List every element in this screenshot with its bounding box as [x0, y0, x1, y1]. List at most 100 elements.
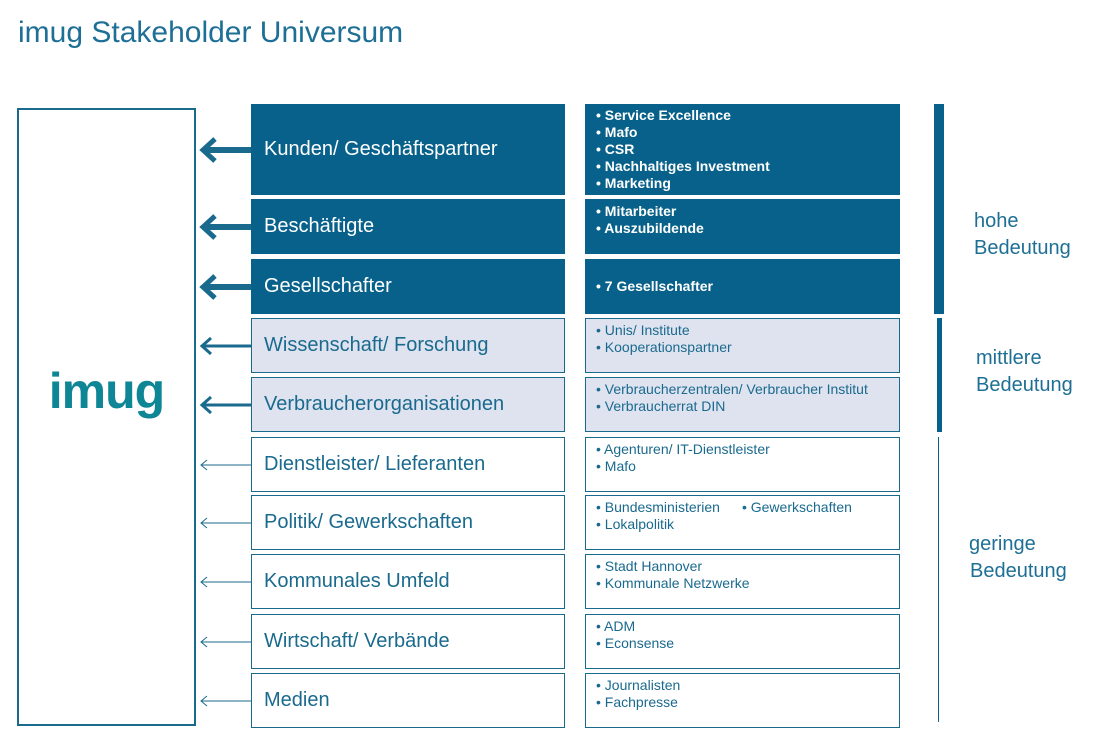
detail-row: • Unis/ Institute — [596, 322, 899, 339]
stakeholder-category-label: Dienstleister/ Lieferanten — [264, 453, 486, 475]
detail-row: • Kommunale Netzwerke — [596, 575, 899, 592]
detail-row: • ADM — [596, 618, 899, 635]
stakeholder-details: • Service Excellence• Mafo• CSR• Nachhal… — [585, 104, 900, 195]
detail-item: • Kooperationspartner — [596, 339, 732, 355]
stakeholder-category-label: Kunden/ Geschäftspartner — [264, 138, 498, 160]
detail-row: • Agenturen/ IT-Dienstleister — [596, 441, 899, 458]
arrow-icon — [199, 213, 252, 240]
detail-row: • Nachhaltiges Investment — [596, 158, 899, 175]
stakeholder-category: Politik/ Gewerkschaften — [251, 495, 565, 550]
detail-row: • Verbraucherrat DIN — [596, 398, 899, 415]
detail-item: • Bundesministerien — [596, 499, 720, 515]
arrow-icon — [200, 459, 252, 470]
stakeholder-details: • Mitarbeiter• Auszubildende — [585, 199, 900, 254]
stakeholder-details: • Unis/ Institute• Kooperationspartner — [585, 318, 900, 373]
stakeholder-details: • Agenturen/ IT-Dienstleister• Mafo — [585, 437, 900, 492]
detail-row: • Stadt Hannover — [596, 558, 899, 575]
stakeholder-category-label: Politik/ Gewerkschaften — [264, 511, 473, 533]
detail-item: • ADM — [596, 618, 636, 634]
stakeholder-details: • Bundesministerien • Gewerkschaften • Lok… — [585, 495, 900, 550]
detail-row: • Journalisten — [596, 677, 899, 694]
arrow-icon — [199, 273, 252, 300]
arrow-icon — [200, 576, 252, 587]
level-low-line2: Bedeutung — [970, 560, 1067, 582]
detail-item: • Unis/ Institute — [596, 322, 690, 338]
detail-item: • CSR — [596, 141, 635, 157]
stakeholder-category: Verbraucherorganisationen — [251, 377, 565, 432]
detail-item: • Gewerkschaften — [741, 499, 852, 515]
arrow-icon — [199, 136, 252, 163]
page-title: imug Stakeholder Universum — [18, 16, 404, 49]
detail-row: • Lokalpolitik — [596, 516, 899, 533]
detail-item: • Mitarbeiter — [596, 203, 677, 219]
level-low-line1: geringe — [969, 533, 1036, 555]
stakeholder-category-label: Medien — [264, 689, 330, 711]
detail-item: • Mafo — [596, 458, 636, 474]
stakeholder-category: Wirtschaft/ Verbände — [251, 614, 565, 669]
detail-item: • Nachhaltiges Investment — [596, 158, 770, 174]
stakeholder-category-label: Wirtschaft/ Verbände — [264, 630, 450, 652]
arrow-icon — [199, 336, 252, 355]
stakeholder-category-label: Beschäftigte — [264, 215, 375, 237]
stakeholder-details: • Journalisten• Fachpresse — [585, 673, 900, 728]
stakeholder-details: • 7 Gesellschafter — [585, 259, 900, 314]
arrow-icon — [200, 695, 252, 706]
detail-item: • Econsense — [596, 635, 675, 651]
detail-row: • Fachpresse — [596, 694, 899, 711]
detail-row: • 7 Gesellschafter — [596, 278, 713, 295]
imug-logo-box: imug — [17, 108, 196, 726]
detail-item: • Verbraucherzentralen/ Verbraucher Inst… — [596, 381, 868, 397]
detail-row: • Mafo — [596, 124, 899, 141]
stakeholder-details: • Stadt Hannover• Kommunale Netzwerke — [585, 554, 900, 609]
detail-item: • 7 Gesellschafter — [596, 278, 713, 294]
stakeholder-category: Beschäftigte — [251, 199, 565, 254]
level-label-low: geringe Bedeutung — [969, 531, 1067, 585]
detail-row: • Mitarbeiter — [596, 203, 899, 220]
detail-row: • Econsense — [596, 635, 899, 652]
detail-row: • Bundesministerien • Gewerkschaften — [596, 499, 899, 516]
arrow-icon — [200, 636, 252, 647]
stakeholder-category-label: Gesellschafter — [264, 275, 392, 297]
stakeholder-category: Medien — [251, 673, 565, 728]
low-importance-bar — [938, 437, 939, 722]
arrow-icon — [200, 517, 252, 528]
stakeholder-category: Kommunales Umfeld — [251, 554, 565, 609]
detail-item: • Fachpresse — [596, 694, 678, 710]
level-mid-line1: mittlere — [976, 347, 1042, 369]
level-label-high: hohe Bedeutung — [974, 208, 1071, 262]
detail-item: • Kommunale Netzwerke — [596, 575, 750, 591]
level-mid-line2: Bedeutung — [976, 374, 1073, 396]
stakeholder-category: Gesellschafter — [251, 259, 565, 314]
level-label-medium: mittlere Bedeutung — [976, 345, 1073, 399]
detail-row: • Mafo — [596, 458, 899, 475]
detail-item: • Auszubildende — [596, 220, 704, 236]
stakeholder-category: Kunden/ Geschäftspartner — [251, 104, 565, 195]
detail-item: • Agenturen/ IT-Dienstleister — [596, 441, 770, 457]
detail-item: • Mafo — [596, 124, 638, 140]
medium-importance-bar — [937, 318, 942, 432]
detail-item: • Journalisten — [596, 677, 681, 693]
detail-row: • Verbraucherzentralen/ Verbraucher Inst… — [596, 381, 899, 398]
level-high-line1: hohe — [974, 210, 1019, 232]
stakeholder-category: Dienstleister/ Lieferanten — [251, 437, 565, 492]
detail-item: • Service Excellence — [596, 107, 731, 123]
stakeholder-category-label: Wissenschaft/ Forschung — [264, 334, 489, 356]
detail-row: • Kooperationspartner — [596, 339, 899, 356]
stakeholder-category-label: Verbraucherorganisationen — [264, 393, 505, 415]
detail-row: • CSR — [596, 141, 899, 158]
detail-row: • Service Excellence — [596, 107, 899, 124]
detail-item: • Verbraucherrat DIN — [596, 398, 726, 414]
detail-row: • Marketing — [596, 175, 899, 192]
stakeholder-category: Wissenschaft/ Forschung — [251, 318, 565, 373]
detail-item: • Lokalpolitik — [596, 516, 675, 532]
stakeholder-details: • Verbraucherzentralen/ Verbraucher Inst… — [585, 377, 900, 432]
arrow-icon — [199, 395, 252, 414]
stakeholder-category-label: Kommunales Umfeld — [264, 570, 450, 592]
high-importance-bar — [934, 104, 944, 314]
detail-row: • Auszubildende — [596, 220, 899, 237]
level-high-line2: Bedeutung — [974, 237, 1071, 259]
detail-item: • Marketing — [596, 175, 671, 191]
stakeholder-details: • ADM• Econsense — [585, 614, 900, 669]
imug-logo: imug — [48, 363, 165, 419]
detail-item: • Stadt Hannover — [596, 558, 703, 574]
